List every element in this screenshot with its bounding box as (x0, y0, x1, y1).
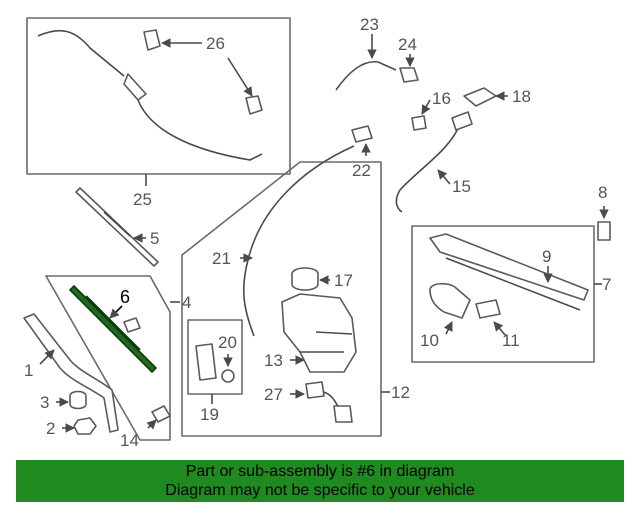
hose-23-joint-24: 23 24 (335, 15, 419, 91)
label-25: 25 (133, 190, 152, 209)
label-2: 2 (46, 419, 55, 438)
banner-line-2: Diagram may not be specific to your vehi… (165, 482, 475, 499)
clip-26b (245, 95, 263, 115)
label-8: 8 (598, 183, 607, 202)
leader-16 (421, 99, 431, 115)
label-6: 6 (120, 287, 130, 307)
label-13: 13 (264, 351, 283, 370)
label-14: 14 (120, 431, 139, 450)
wiper-linkage-group-7: 7 9 10 11 (411, 225, 611, 363)
grommet-20 (221, 369, 235, 383)
washer-reservoir-group-12: 12 21 22 17 13 27 19 20 (181, 125, 410, 437)
hose-lower (137, 99, 263, 161)
hose-connector (123, 73, 147, 101)
label-15: 15 (452, 177, 471, 196)
label-7: 7 (602, 275, 611, 294)
leader-26b (227, 57, 253, 97)
hose-15-end (451, 111, 473, 131)
hose-kit-group-25: 26 25 (26, 17, 291, 209)
wiper-motor-10 (429, 282, 471, 319)
rear-wiper-blade-5: 5 (75, 187, 159, 267)
hose-21 (242, 145, 355, 337)
label-24: 24 (398, 35, 417, 54)
sensor-body (333, 405, 353, 423)
label-12: 12 (391, 383, 410, 402)
joint-24 (399, 67, 419, 83)
label-16: 16 (432, 89, 451, 108)
banner-line-1: Part or sub-assembly is #6 in diagram (185, 463, 455, 480)
label-21: 21 (212, 249, 231, 268)
leader-6 (109, 305, 123, 319)
label-9: 9 (542, 247, 551, 266)
nut-2 (73, 417, 97, 435)
blade-5-frame (103, 211, 131, 237)
filler-cap-17 (291, 267, 319, 291)
linkage-9 (429, 233, 589, 301)
label-19: 19 (200, 405, 219, 424)
label-1: 1 (24, 361, 33, 380)
wiper-blade-6[interactable] (68, 284, 158, 374)
leader-15 (437, 169, 451, 185)
blade-insert (123, 317, 141, 333)
wiper-arm-1 (23, 313, 119, 433)
label-5: 5 (150, 229, 159, 248)
hose-15 (395, 123, 461, 213)
blade-5-body (75, 187, 159, 267)
hose-23 (335, 61, 397, 91)
label-18: 18 (512, 87, 531, 106)
blade-6-frame (85, 295, 141, 351)
label-3: 3 (40, 393, 49, 412)
group-25-box (26, 17, 291, 175)
clip-16 (411, 115, 427, 131)
level-sensor-27 (305, 381, 325, 399)
label-23: 23 (360, 15, 379, 34)
leader-11 (493, 321, 507, 337)
bolt-8: 8 (597, 183, 611, 241)
notice-banner: Part or sub-assembly is #6 in diagram Di… (16, 460, 624, 502)
bolt-14 (151, 405, 171, 423)
label-4: 4 (182, 293, 191, 312)
clip-26a (143, 29, 161, 51)
cap-3 (69, 390, 87, 410)
tank-ribs (300, 331, 353, 353)
washer-pump-19 (195, 343, 217, 381)
group-4-box (45, 275, 171, 441)
nozzle-18 (463, 87, 497, 107)
label-11: 11 (502, 331, 520, 350)
group-12-box (181, 161, 382, 437)
hose-upper (37, 29, 125, 77)
bolt-8-body (597, 221, 611, 241)
rear-washer-parts: 15 16 18 (395, 87, 531, 213)
wiper-arm-group-4: 4 6 1 3 2 14 (23, 275, 191, 450)
group-7-box (411, 225, 595, 363)
label-27: 27 (264, 385, 283, 404)
label-20: 20 (218, 333, 237, 352)
label-10: 10 (420, 331, 439, 350)
leader-10 (443, 321, 453, 335)
crank-arm-11 (475, 299, 501, 319)
linkage-rod (445, 257, 581, 311)
label-22: 22 (352, 161, 371, 180)
label-17: 17 (334, 271, 353, 290)
nozzle-22 (351, 125, 373, 143)
group-19-box (187, 319, 243, 395)
label-26: 26 (206, 34, 225, 53)
leader-14 (146, 419, 157, 430)
leader-1 (39, 349, 55, 365)
